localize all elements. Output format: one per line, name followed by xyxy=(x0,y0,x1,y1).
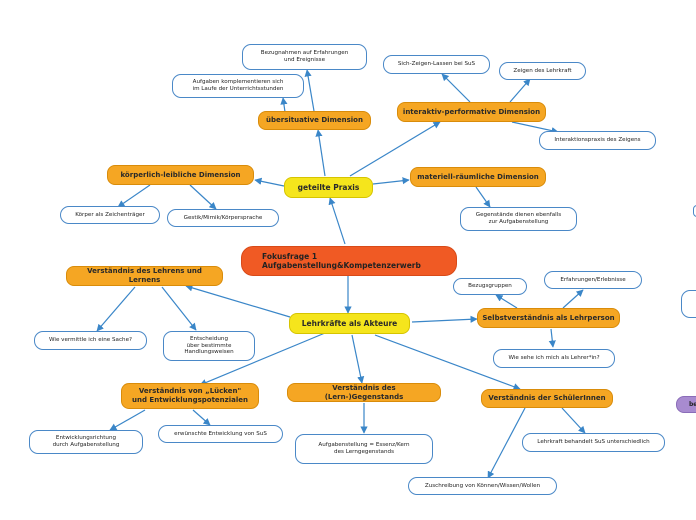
edge-praxis-koerperlich xyxy=(254,177,285,187)
node-verstaendnis-luecken[interactable]: Verständnis von „Lücken" und Entwicklung… xyxy=(121,383,259,409)
leaf-bezugnahmen[interactable]: Bezugnahmen auf Erfahrungen und Ereignis… xyxy=(242,44,367,70)
edge-uebersituativ-bezugnahmen xyxy=(304,69,315,112)
leaf-interaktionspraxis[interactable]: Interaktionspraxis des Zeigens xyxy=(539,131,656,150)
edge-selbst-bezugsgruppen xyxy=(495,294,518,309)
leaf-gestik-mimik[interactable]: Gestik/Mimik/Körpersprache xyxy=(167,209,279,227)
node-verstaendnis-lehren-lernen[interactable]: Verständnis des Lehrens und Lernens xyxy=(66,266,223,286)
edge-praxis-uebersituativ xyxy=(315,129,326,177)
leaf-sich-zeigen-lassen[interactable]: Sich-Zeigen-Lassen bei SuS xyxy=(383,55,490,74)
leaf-erwuenschte-entwicklung[interactable]: erwünschte Entwicklung von SuS xyxy=(158,425,283,443)
edge-koerperlich-gestik xyxy=(189,184,217,210)
edge-interaktiv-sichzeigen xyxy=(441,73,471,103)
edge-praxis-materiell xyxy=(372,177,410,185)
node-materiell-raeumliche-dimension[interactable]: materiell-räumliche Dimension xyxy=(410,167,546,187)
edge-akteure-selbstverstaendnis xyxy=(411,315,478,323)
edge-luecken-entwicklungsrichtung xyxy=(109,409,146,431)
hub-lehrkraefte-als-akteure[interactable]: Lehrkräfte als Akteure xyxy=(289,313,410,334)
edge-selbst-wiesehe xyxy=(548,328,556,348)
node-selbstverstaendnis-lehrperson[interactable]: Selbstverständnis als Lehrperson xyxy=(477,308,620,328)
hub-geteilte-praxis[interactable]: geteilte Praxis xyxy=(284,177,373,198)
edge-akteure-lehren xyxy=(185,284,291,318)
leaf-entscheidung[interactable]: Entscheidung über bestimmte Handlungswei… xyxy=(163,331,255,361)
edge-akteure-luecken xyxy=(199,332,326,386)
edge-materiell-gegenstaende xyxy=(475,186,491,208)
leaf-zuschreibung[interactable]: Zuschreibung von Können/Wissen/Wollen xyxy=(408,477,557,495)
central-topic[interactable]: Fokusfrage 1 Aufgabenstellung&Kompetenze… xyxy=(241,246,457,276)
edge-interaktiv-interaktionspraxis xyxy=(511,121,559,135)
edge-lehren-wie xyxy=(96,286,136,332)
edge-lehren-entscheidung xyxy=(161,286,197,331)
edge-luecken-erwuenscht xyxy=(192,409,211,426)
leaf-wie-sehe-ich-mich[interactable]: Wie sehe ich mich als Lehrer*in? xyxy=(493,349,615,368)
leaf-aufgaben-komplementieren[interactable]: Aufgaben komplementieren sich im Laufe d… xyxy=(172,74,304,98)
leaf-entwicklungsrichtung[interactable]: Entwicklungsrichtung durch Aufgabenstell… xyxy=(29,430,143,454)
partial-leaf-right-top[interactable] xyxy=(681,290,696,318)
leaf-bezugsgruppen[interactable]: Bezugsgruppen xyxy=(453,278,527,295)
node-uebersituative-dimension[interactable]: übersituative Dimension xyxy=(258,111,371,130)
edge-akteure-schuelerinnen xyxy=(374,334,521,391)
edge-schueler-lehrkraft xyxy=(561,407,586,434)
leaf-essenz-kern[interactable]: Aufgabenstellung = Essenz/Kern des Lerng… xyxy=(295,434,433,464)
node-interaktiv-performative-dimension[interactable]: interaktiv-performative Dimension xyxy=(397,102,546,122)
leaf-lehrkraft-behandelt[interactable]: Lehrkraft behandelt SuS unterschiedlich xyxy=(522,433,665,452)
node-verstaendnis-lerngegenstand[interactable]: Verständnis des (Lern-)Gegenstands xyxy=(287,383,441,402)
edge-interaktiv-zeigen xyxy=(509,78,531,103)
partial-purple-node[interactable]: be xyxy=(676,396,696,413)
partial-leaf-right-small xyxy=(693,205,696,217)
leaf-koerper-zeichentraeger[interactable]: Körper als Zeichenträger xyxy=(60,206,160,224)
edge-koerperlich-koerper xyxy=(117,184,151,208)
node-verstaendnis-schuelerinnen[interactable]: Verständnis der SchülerInnen xyxy=(481,389,613,408)
leaf-erfahrungen-erlebnisse[interactable]: Erfahrungen/Erlebnisse xyxy=(544,271,642,289)
leaf-gegenstaende[interactable]: Gegenstände dienen ebenfalls zur Aufgabe… xyxy=(460,207,577,231)
edge-akteure-lerngegenstand xyxy=(351,334,365,384)
leaf-zeigen-des-lehrkraft[interactable]: Zeigen des Lehrkraft xyxy=(499,62,586,80)
edge-praxis-interaktiv xyxy=(349,121,441,177)
edge-uebersituativ-aufgaben xyxy=(280,97,288,113)
edge-schueler-zuschreibung xyxy=(487,407,526,479)
edge-center-praxis xyxy=(328,197,346,245)
leaf-wie-vermittle[interactable]: Wie vermittle ich eine Sache? xyxy=(34,331,147,350)
edge-selbst-erfahrungen xyxy=(562,289,584,309)
node-koerperlich-leibliche-dimension[interactable]: körperlich-leibliche Dimension xyxy=(107,165,254,185)
